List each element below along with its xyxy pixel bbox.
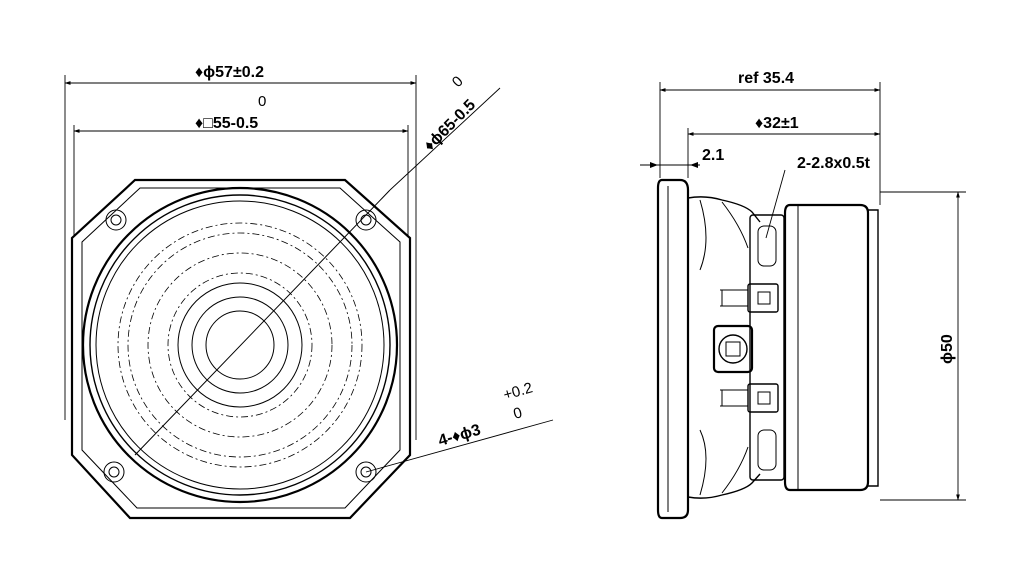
dim-2-1-label: 2.1 — [702, 147, 724, 164]
dim-terminal-leader — [765, 169, 786, 239]
front-cone-inner — [167, 272, 313, 418]
side-flange — [656, 178, 690, 520]
front-dustcap-center — [205, 310, 275, 380]
front-surround — [117, 222, 363, 468]
mounting-hole-top-left — [105, 209, 127, 231]
dim-hole-tolerance-lower: 0 — [511, 404, 524, 423]
front-rim-inner — [89, 194, 391, 496]
dim-hole-leader — [365, 419, 554, 473]
dim-65-leader — [389, 87, 501, 191]
front-surround-inner — [127, 232, 353, 458]
front-dustcap-outer — [177, 282, 303, 408]
dim-hole-tolerance-upper: +0.2 — [501, 379, 534, 404]
front-frame-outline — [70, 178, 412, 520]
dim-55-label: ♦□55-0.5 — [195, 115, 258, 132]
front-frame-inner — [81, 187, 401, 509]
side-terminal-upper — [720, 283, 779, 313]
dim-55-tolerance-upper: 0 — [258, 93, 266, 110]
front-view: ♦ϕ57±0.2 0 ♦□55-0.5 0 ♦ϕ65-0.5 +0.2 4-♦ϕ… — [64, 64, 554, 520]
dim-65-tolerance-upper: 0 — [449, 73, 467, 91]
side-view: ref 35.4 ♦32±1 2.1 2-2.8x0.5t ϕ50 — [640, 70, 966, 520]
dim-32-label: ♦32±1 — [755, 115, 799, 132]
mounting-hole-top-right — [355, 209, 377, 231]
dim-57-label: ♦ϕ57±0.2 — [195, 64, 264, 81]
side-basket-upper — [687, 196, 761, 223]
side-basket-lower — [687, 473, 761, 499]
dim-50-label: ϕ50 — [939, 334, 956, 364]
front-diameter-line — [134, 189, 391, 456]
front-outer-rim — [81, 186, 399, 504]
front-rim-inner-2 — [95, 200, 385, 490]
dim-65-label: ♦ϕ65-0.5 — [421, 96, 479, 154]
dim-ref-label: ref 35.4 — [738, 70, 794, 87]
side-terminal-board — [749, 214, 785, 481]
front-dustcap — [191, 296, 289, 394]
side-center-connector — [712, 324, 754, 374]
front-cone — [147, 252, 333, 438]
side-terminal-lower — [720, 383, 779, 413]
mounting-hole-bottom-right — [355, 461, 377, 483]
mounting-hole-bottom-left — [103, 461, 125, 483]
side-magnet — [783, 203, 870, 492]
dim-terminal-label: 2-2.8x0.5t — [797, 155, 871, 172]
